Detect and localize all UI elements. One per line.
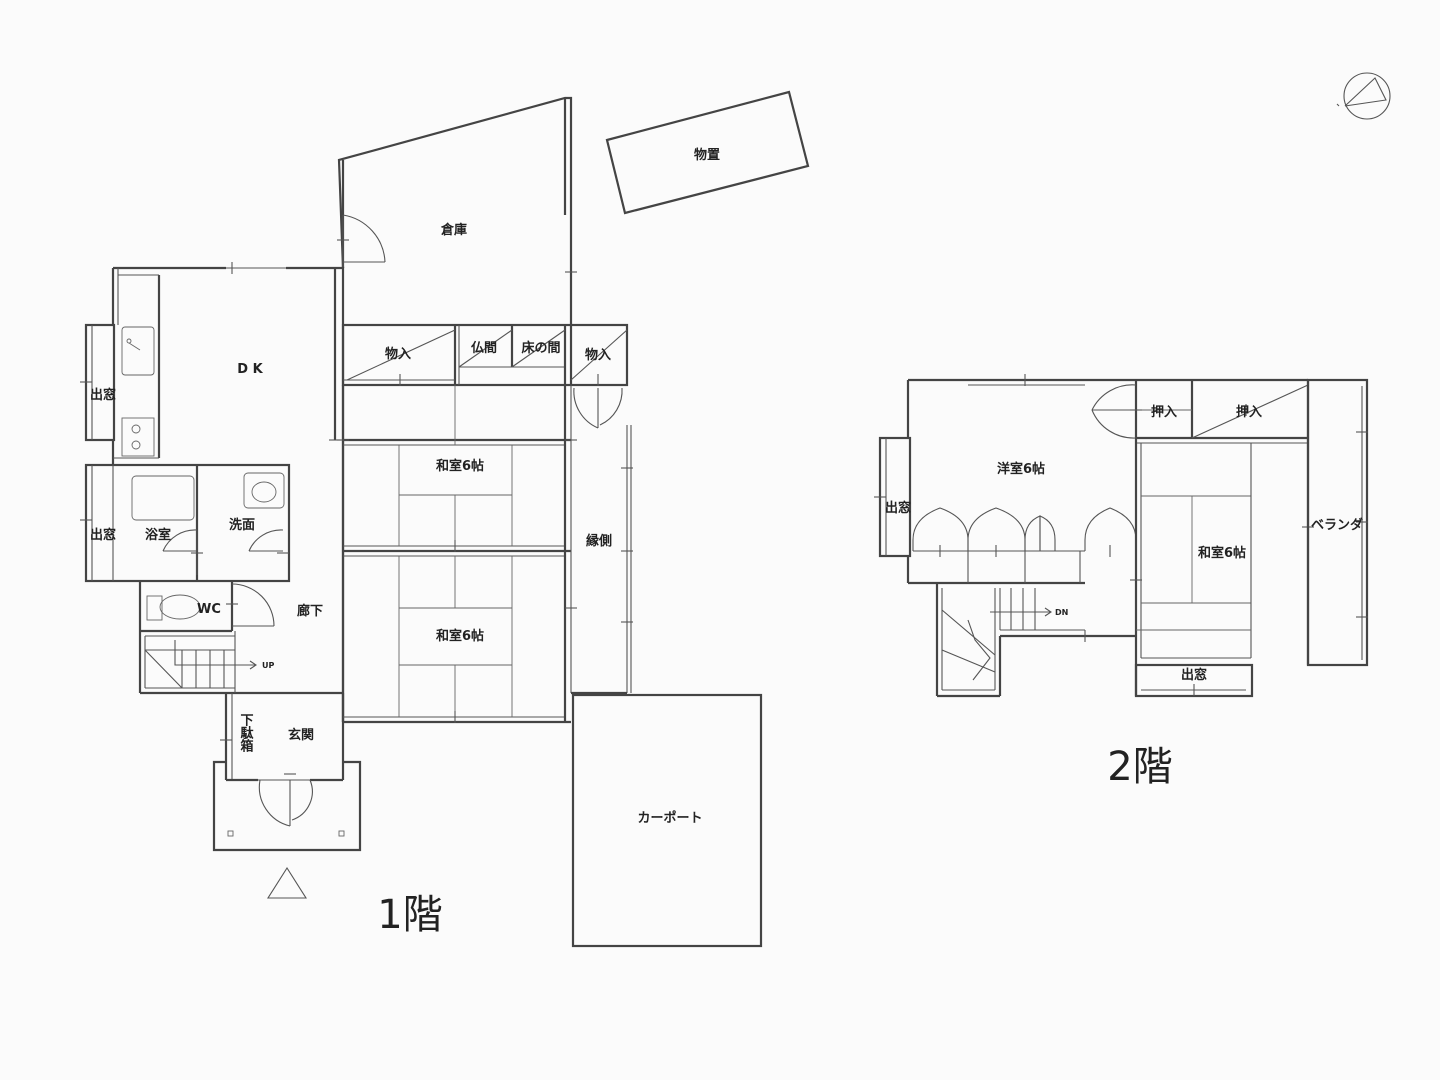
floor-1: 物置 倉庫 (80, 90, 810, 948)
washitsu-area (337, 385, 633, 724)
closet-left-label: 物入 (385, 346, 411, 362)
bath-label: 浴室 (145, 527, 171, 543)
dk-label: D K (237, 362, 263, 377)
north-arrow-icon (1336, 72, 1391, 120)
floor-1-title: 1階 (377, 892, 442, 938)
oshiire-1-label: 押入 (1151, 404, 1177, 420)
house-walls (80, 262, 362, 852)
washitsu-2f-label: 和室6帖 (1198, 545, 1246, 561)
entrance-label: 玄関 (288, 727, 314, 743)
bay-window-dk-label: 出窓 (90, 387, 116, 403)
washitsu-bottom-label: 和室6帖 (436, 628, 484, 644)
carport-label: カーポート (637, 810, 702, 826)
storehouse-label: 物置 (694, 147, 720, 163)
veranda-label: ベランダ (1311, 517, 1363, 533)
entrance-triangle-icon (267, 866, 307, 899)
bay-window-west-label: 出窓 (885, 500, 911, 516)
hallway-label: 廊下 (297, 603, 323, 619)
warehouse-label: 倉庫 (440, 222, 467, 238)
up-label: UP (262, 661, 274, 670)
bay-window-bath-label: 出窓 (90, 527, 116, 543)
carport (571, 693, 763, 948)
floor-2: 洋室6帖 押入 押入 出窓 和室6帖 ベランダ 出窓 DN 2階 (874, 374, 1369, 790)
oshiire-2-label: 押入 (1236, 404, 1262, 420)
tokonoma-label: 床の間 (521, 340, 560, 356)
shoe-closet-label: 下駄箱 (238, 713, 254, 753)
bay-window-south-label: 出窓 (1181, 667, 1207, 683)
engawa-label: 縁側 (586, 533, 612, 549)
washitsu-top-label: 和室6帖 (436, 458, 484, 474)
storehouse: 物置 (605, 90, 810, 215)
butsuma-label: 仏間 (471, 341, 497, 356)
closet-right-label: 物入 (585, 347, 611, 363)
wc-label: WC (197, 602, 221, 617)
floor-2-title: 2階 (1107, 744, 1172, 790)
dn-label: DN (1055, 608, 1068, 617)
closet-row (341, 323, 629, 429)
western-room-label: 洋室6帖 (997, 461, 1045, 477)
warehouse: 倉庫 (337, 96, 577, 325)
washroom-label: 洗面 (229, 517, 255, 533)
